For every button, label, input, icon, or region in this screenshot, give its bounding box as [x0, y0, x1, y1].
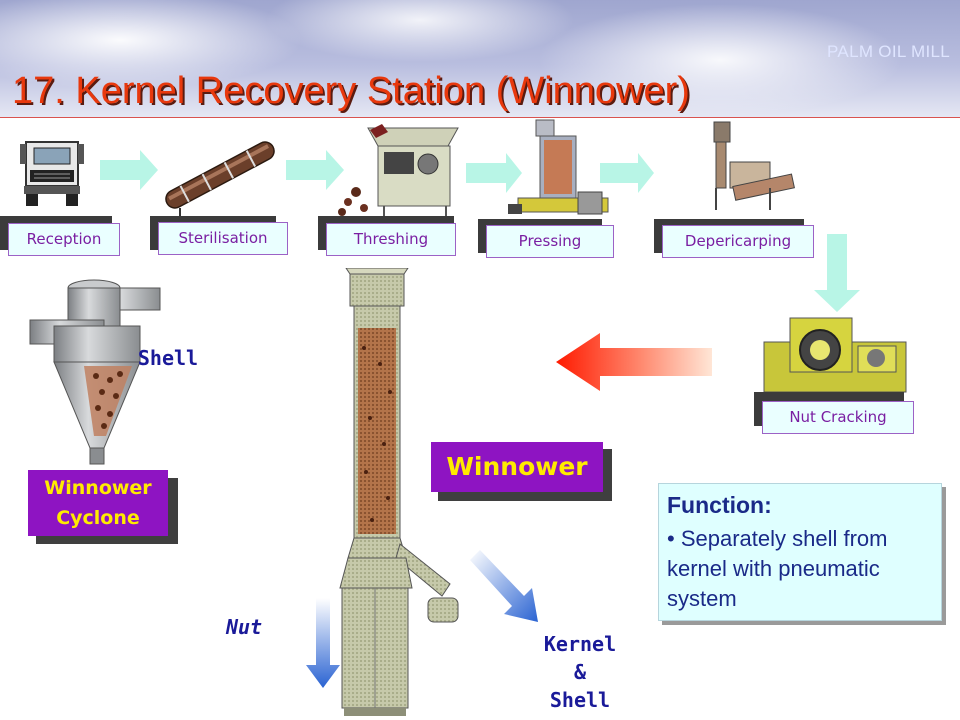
- flow-arrow-2: [286, 150, 344, 190]
- stage-label-depericarping: Depericarping: [662, 225, 814, 258]
- stage-label-sterilisation: Sterilisation: [158, 222, 288, 255]
- winnower-column-icon: [339, 268, 459, 716]
- thresher-icon: [338, 124, 459, 218]
- function-description: • Separately shell from kernel with pneu…: [667, 526, 888, 611]
- nut-arrow: [306, 598, 340, 688]
- slide-title: 17. Kernel Recovery Station (Winnower): [12, 70, 690, 112]
- shell-label: Shell: [137, 346, 199, 370]
- nut-output-label: Nut: [225, 615, 263, 639]
- stage-reception: Reception: [0, 130, 130, 260]
- function-heading: Function:: [667, 492, 772, 518]
- stage-threshing: Threshing: [318, 120, 468, 260]
- ampersand-line: &: [573, 660, 587, 684]
- flow-arrow-down: [814, 234, 860, 312]
- stage-label-nut-cracking: Nut Cracking: [762, 401, 914, 434]
- flow-arrow-1: [100, 150, 158, 190]
- stage-pressing: Pressing: [478, 118, 618, 264]
- flow-arrow-3: [466, 153, 522, 193]
- stage-label-reception: Reception: [8, 223, 120, 256]
- sterilizer-icon: [165, 141, 275, 216]
- stage-label-threshing: Threshing: [326, 223, 456, 256]
- press-icon: [508, 119, 609, 215]
- depericarper-icon: [713, 121, 795, 210]
- stage-sterilisation: Sterilisation: [150, 130, 290, 260]
- brand-label: PALM OIL MILL: [827, 42, 950, 61]
- shell-line: Shell: [549, 688, 611, 712]
- flow-arrow-4: [600, 153, 654, 193]
- cyclone-label-line2: Cyclone: [56, 507, 140, 529]
- stage-depericarping: Depericarping: [654, 118, 824, 264]
- stage-label-pressing: Pressing: [486, 225, 614, 258]
- header-divider: [0, 117, 960, 118]
- stage-nut-cracking: Nut Cracking: [754, 312, 924, 436]
- winnower-cyclone-icon: [29, 279, 161, 465]
- header-background: [0, 0, 960, 118]
- kernel-shell-output-label: Kernel & Shell: [534, 630, 626, 714]
- function-box: Function: • Separately shell from kernel…: [658, 483, 942, 621]
- winnower-label: Winnower: [431, 442, 603, 492]
- cyclone-label-line1: Winnower: [44, 477, 152, 499]
- winnower-cyclone-label: Winnower Cyclone: [28, 470, 168, 536]
- kernel-line: Kernel: [543, 632, 617, 656]
- return-arrow: [556, 333, 712, 391]
- truck-icon: [20, 141, 84, 206]
- nut-cracker-icon: [763, 317, 907, 393]
- kernel-arrow: [470, 550, 538, 622]
